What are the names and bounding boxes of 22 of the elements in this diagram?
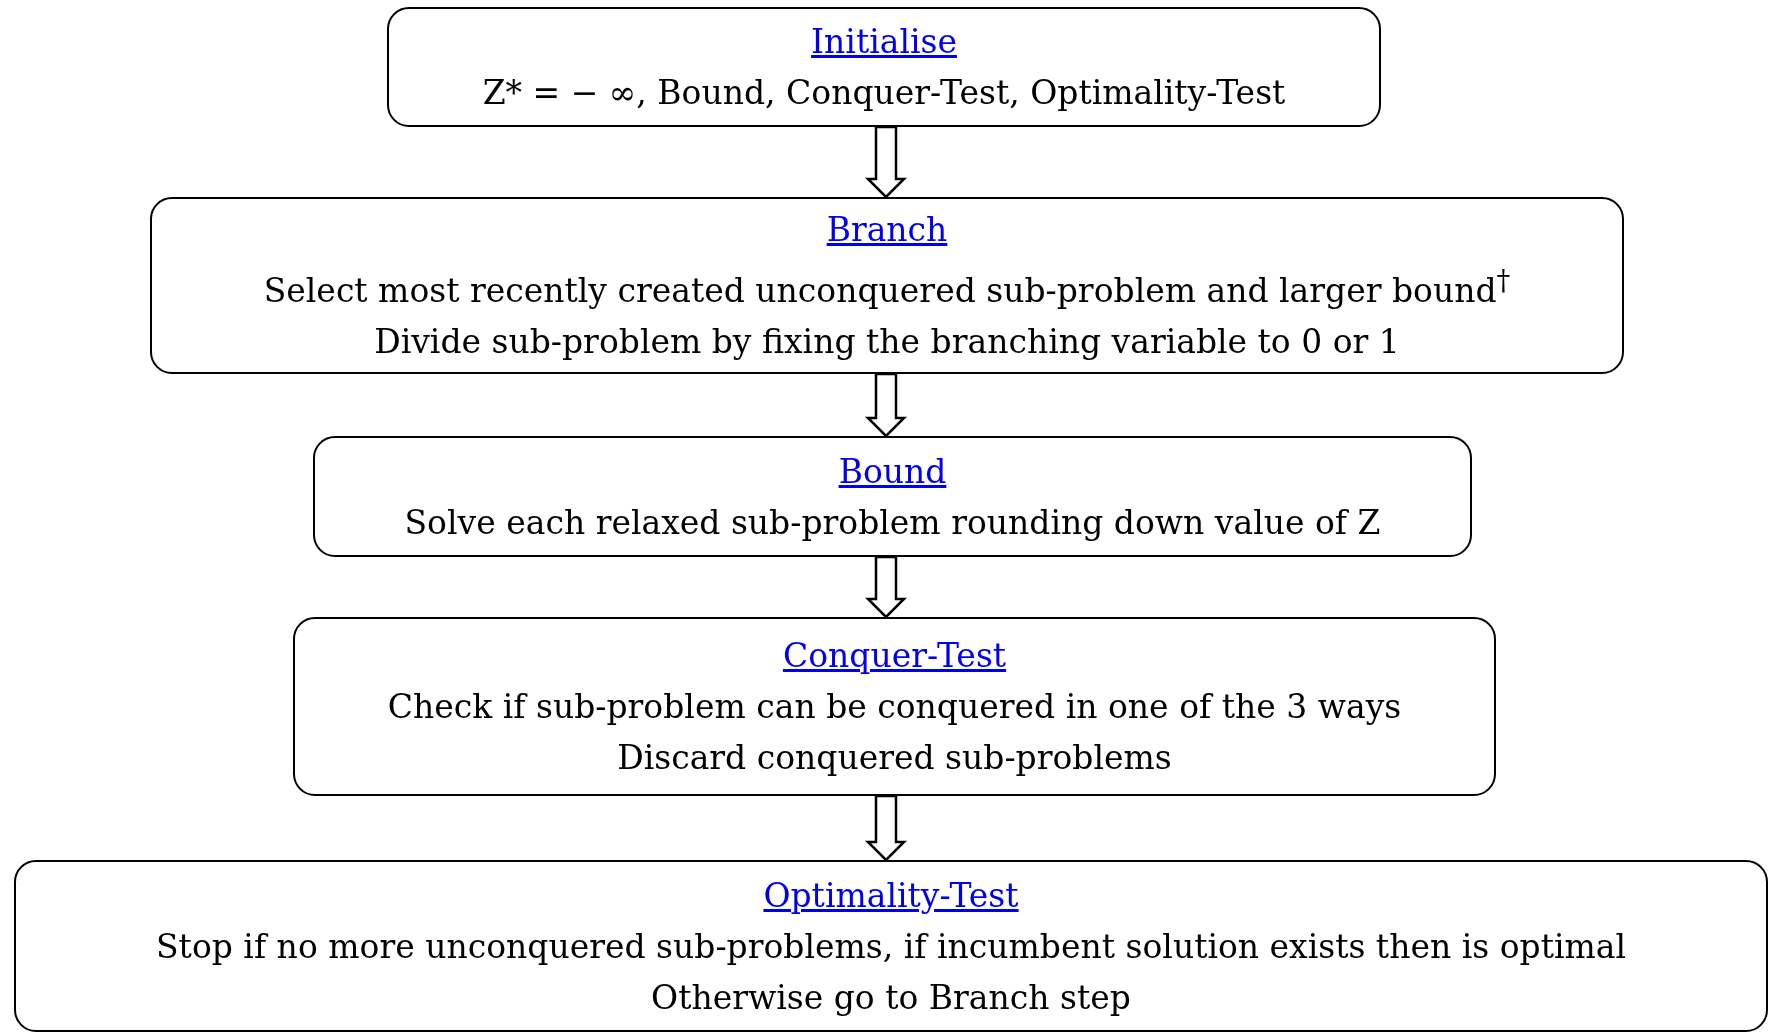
step-box <box>14 860 1768 1032</box>
step-box <box>313 436 1472 557</box>
step-description: Select most recently created unconquered sub-problem and larger bound$^{†}$ <box>263 263 1511 312</box>
step-description: Z* = − ∞, Bound, Conquer-Test, Optimality-Test <box>482 72 1286 114</box>
step-box <box>387 7 1381 127</box>
step-description: Discard conquered sub-problems <box>617 737 1172 779</box>
step-heading: Conquer-Test <box>782 635 1007 677</box>
step-description: Otherwise go to Branch step <box>651 976 1131 1019</box>
step-description: Divide sub-problem by fixing the branching variable to 0 or 1 <box>374 321 1400 363</box>
step-description: Solve each relaxed sub-problem rounding down value of Z <box>404 501 1381 544</box>
hollow-arrow <box>865 794 907 862</box>
step-description: Stop if no more unconquered sub-problems, if incumbent solution exists then is optimal <box>156 925 1626 968</box>
step-heading: Bound <box>838 450 947 493</box>
step-box <box>293 617 1496 796</box>
hollow-arrow <box>865 125 907 199</box>
step-description: Check if sub-problem can be conquered in one of the 3 ways <box>387 686 1402 728</box>
step-heading: Initialise <box>811 21 957 63</box>
step-heading: Optimality-Test <box>763 874 1019 917</box>
step-heading: Branch <box>826 209 948 251</box>
hollow-arrow <box>865 555 907 619</box>
step-box <box>150 197 1624 374</box>
hollow-arrow <box>865 372 907 438</box>
